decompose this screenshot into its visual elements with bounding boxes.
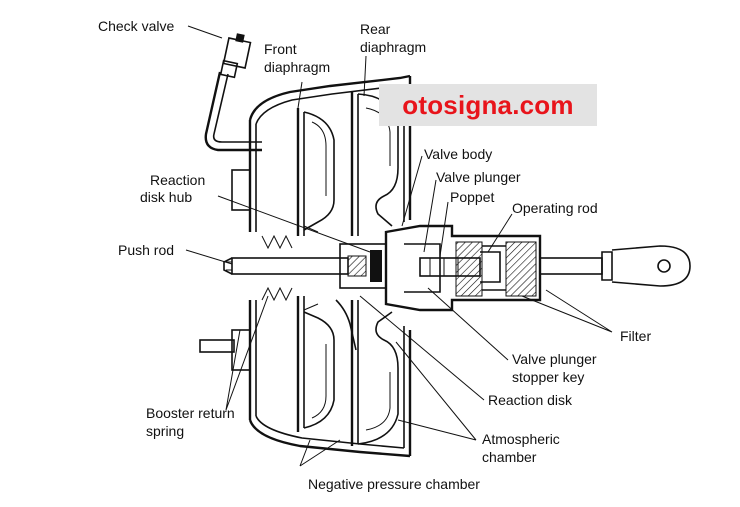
labels: Check valve Front diaphragm Rear diaphra…: [98, 18, 651, 492]
label-atmospheric-chamber-line2: chamber: [482, 449, 537, 465]
check-valve: [204, 33, 262, 152]
operating-rod: [539, 245, 691, 287]
label-front-diaphragm-line2: diaphragm: [264, 59, 330, 75]
label-reaction-disk-hub-line2: disk hub: [140, 189, 192, 205]
label-negative-pressure-chamber: Negative pressure chamber: [308, 476, 480, 492]
label-booster-return-spring-line1: Booster return: [146, 405, 235, 421]
label-filter: Filter: [620, 328, 651, 344]
label-operating-rod: Operating rod: [512, 200, 598, 216]
label-valve-plunger-stopper-key-line1: Valve plunger: [512, 351, 597, 367]
label-reaction-disk: Reaction disk: [488, 392, 573, 408]
label-valve-plunger-stopper-key-line2: stopper key: [512, 369, 584, 385]
label-push-rod: Push rod: [118, 242, 174, 258]
label-reaction-disk-hub-line1: Reaction: [150, 172, 205, 188]
label-front-diaphragm-line1: Front: [264, 41, 297, 57]
label-rear-diaphragm-line1: Rear: [360, 21, 391, 37]
label-rear-diaphragm-line2: diaphragm: [360, 39, 426, 55]
booster-housing: [231, 74, 412, 458]
valve-plunger: [419, 251, 501, 283]
push-rod: [199, 257, 349, 353]
label-valve-plunger: Valve plunger: [436, 169, 521, 185]
label-check-valve: Check valve: [98, 18, 174, 34]
valve-body: [384, 224, 542, 312]
front-diaphragm: [296, 108, 335, 432]
label-booster-return-spring-line2: spring: [146, 423, 184, 439]
watermark-banner: otosigna.com: [379, 84, 597, 126]
rear-diaphragm: [335, 92, 399, 446]
leader-lines: [185, 25, 613, 467]
reaction-disk-hub: [339, 243, 387, 289]
label-poppet: Poppet: [450, 189, 494, 205]
label-atmospheric-chamber-line1: Atmospheric: [482, 431, 560, 447]
watermark-text: otosigna.com: [402, 89, 574, 120]
booster-return-spring: [261, 225, 319, 311]
label-valve-body: Valve body: [424, 146, 492, 162]
